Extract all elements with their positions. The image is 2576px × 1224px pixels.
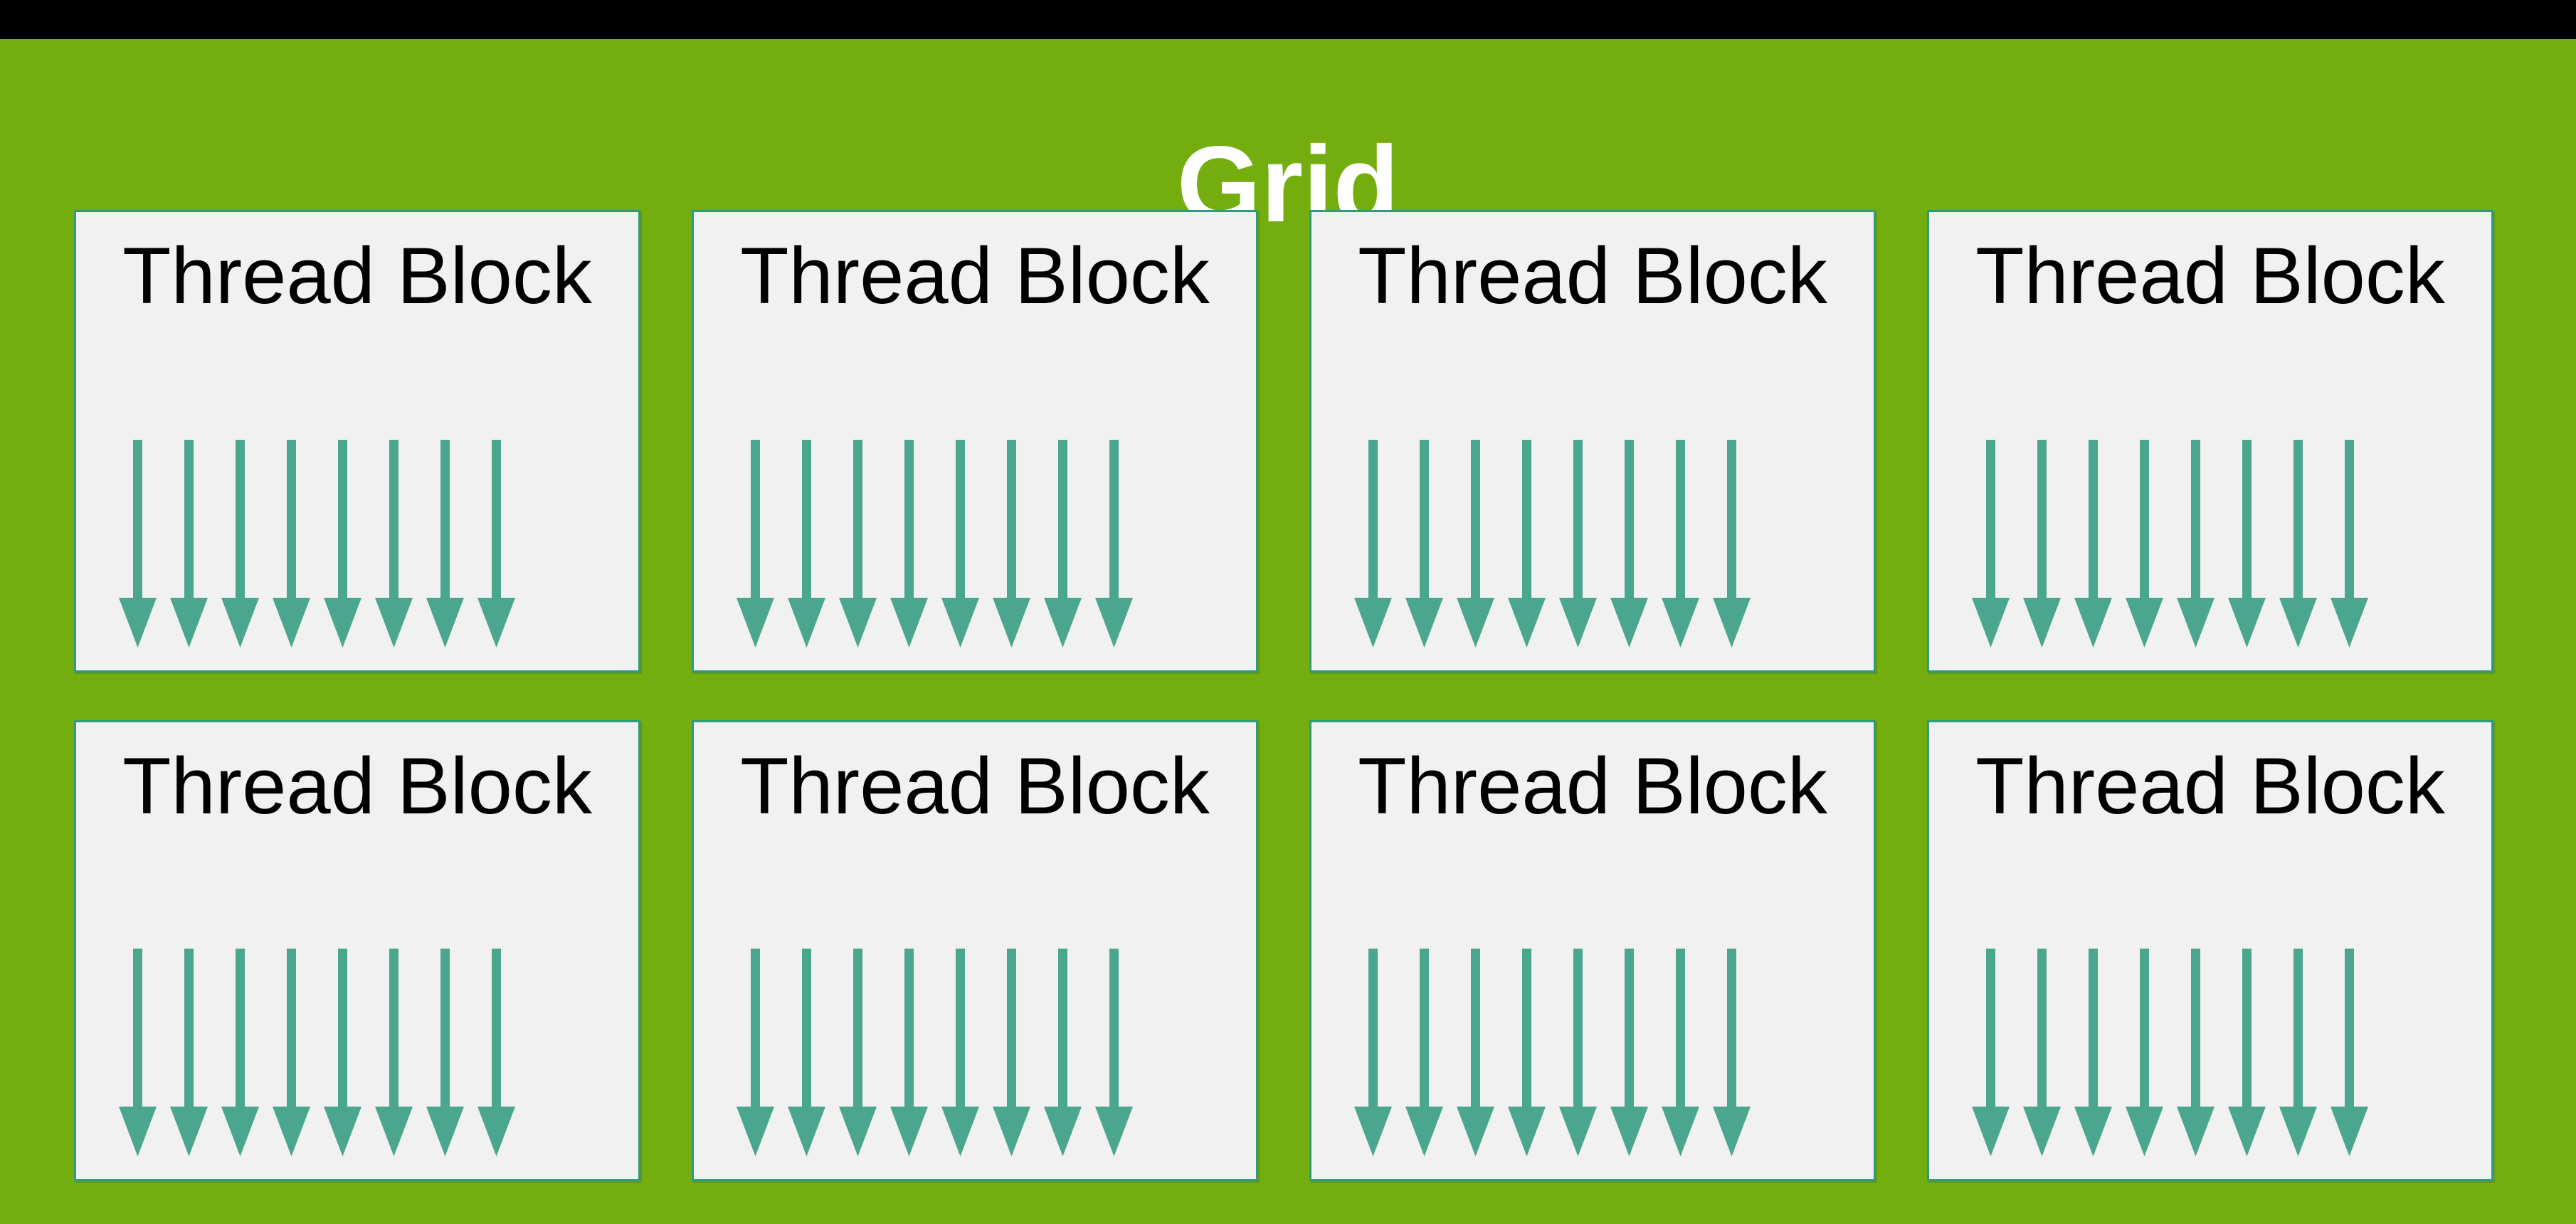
thread-block: Thread Block [1927, 210, 2493, 672]
thread-arrows-icon [737, 440, 1133, 648]
thread-block-grid: Thread Block Thread Block Thread Block T… [74, 210, 2493, 1181]
thread-arrows-icon [119, 949, 515, 1156]
thread-block: Thread Block [1927, 720, 2493, 1181]
thread-block: Thread Block [692, 210, 1258, 672]
thread-block-label: Thread Block [1975, 231, 2445, 320]
thread-block-label: Thread Block [122, 742, 592, 830]
thread-block: Thread Block [692, 720, 1258, 1181]
thread-block: Thread Block [1309, 210, 1876, 672]
thread-block: Thread Block [74, 720, 640, 1181]
thread-arrows-icon [1972, 440, 2368, 648]
thread-arrows-icon [1354, 440, 1751, 648]
thread-block-label: Thread Block [1975, 742, 2445, 830]
top-bar [0, 0, 2576, 39]
thread-arrows-icon [737, 949, 1133, 1156]
thread-block: Thread Block [1309, 720, 1876, 1181]
thread-block: Thread Block [74, 210, 640, 672]
thread-arrows-icon [1972, 949, 2368, 1156]
thread-block-label: Thread Block [1358, 231, 1827, 320]
thread-block-label: Thread Block [1358, 742, 1827, 830]
thread-block-label: Thread Block [122, 231, 592, 320]
thread-block-label: Thread Block [740, 231, 1210, 320]
thread-arrows-icon [119, 440, 515, 648]
thread-arrows-icon [1354, 949, 1751, 1156]
thread-block-label: Thread Block [740, 742, 1210, 830]
